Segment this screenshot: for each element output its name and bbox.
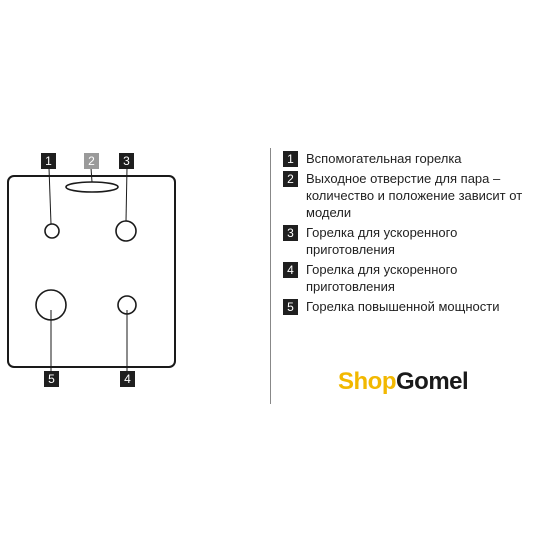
burner-3 [115, 220, 137, 242]
divider [270, 148, 271, 404]
label-3: 3 [119, 153, 134, 169]
leader-2 [90, 167, 93, 183]
legend-num: 5 [283, 299, 298, 315]
label-4: 4 [120, 371, 135, 387]
leader-3 [125, 167, 128, 222]
legend-text: Горелка повышенной мощности [306, 299, 500, 314]
label-1: 1 [41, 153, 56, 169]
legend-num: 2 [283, 171, 298, 187]
legend-item: 4 Горелка для ускоренного приготовления [283, 261, 545, 295]
legend-item: 3 Горелка для ускоренного приготовления [283, 224, 545, 258]
legend-text: Вспомогательная горелка [306, 151, 462, 166]
legend-item: 5 Горелка повышенной мощности [283, 298, 545, 315]
legend-num: 1 [283, 151, 298, 167]
legend-text: Выходное отверстие для пара – количество… [306, 171, 523, 220]
logo-shop: Shop [338, 368, 397, 395]
burner-1 [44, 223, 60, 239]
legend-text: Горелка для ускоренного приготовления [306, 262, 458, 294]
shopgomel-logo: ShopGomel [338, 368, 469, 396]
leader-1 [48, 167, 52, 225]
label-5: 5 [44, 371, 59, 387]
legend-item: 2 Выходное отверстие для пара – количест… [283, 170, 545, 221]
steam-vent [65, 181, 119, 193]
cooktop-outline [7, 175, 176, 368]
legend-num: 4 [283, 262, 298, 278]
legend-num: 3 [283, 225, 298, 241]
legend-text: Горелка для ускоренного приготовления [306, 225, 458, 257]
legend: 1 Вспомогательная горелка 2 Выходное отв… [283, 150, 545, 318]
label-2: 2 [84, 153, 99, 169]
legend-item: 1 Вспомогательная горелка [283, 150, 545, 167]
logo-gomel: Gomel [396, 368, 469, 395]
